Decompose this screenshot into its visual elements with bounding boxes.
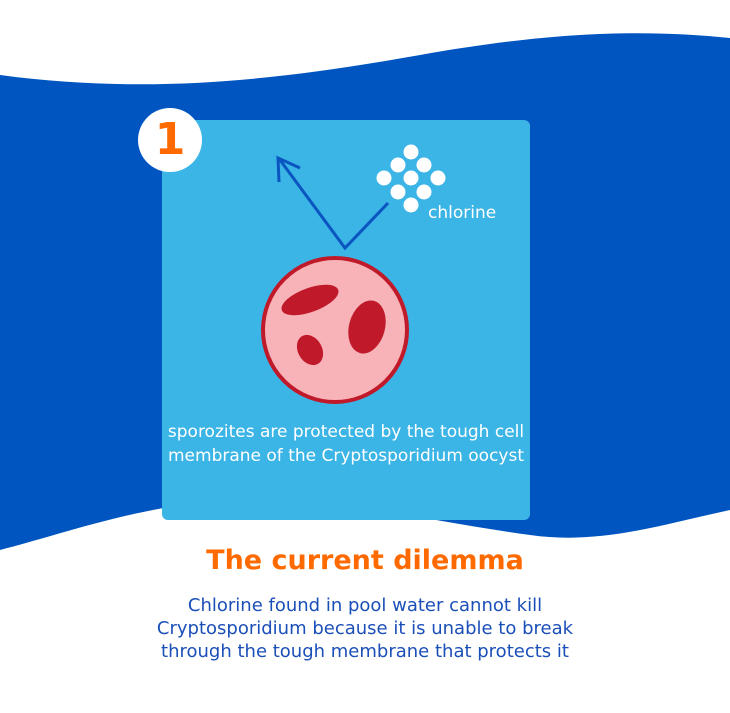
deflection-arrow-icon — [276, 155, 390, 251]
card-caption: sporozites are protected by the tough ce… — [167, 422, 525, 466]
chlorine-label: chlorine — [428, 203, 497, 223]
chlorine-molecule-icon — [375, 143, 447, 214]
section-heading: The current dilemma — [206, 545, 524, 576]
step-number-badge: 1 — [138, 108, 202, 172]
section-body-text: Chlorine found in pool water cannot kill… — [156, 595, 574, 662]
oocyst-cell-icon — [261, 256, 409, 404]
